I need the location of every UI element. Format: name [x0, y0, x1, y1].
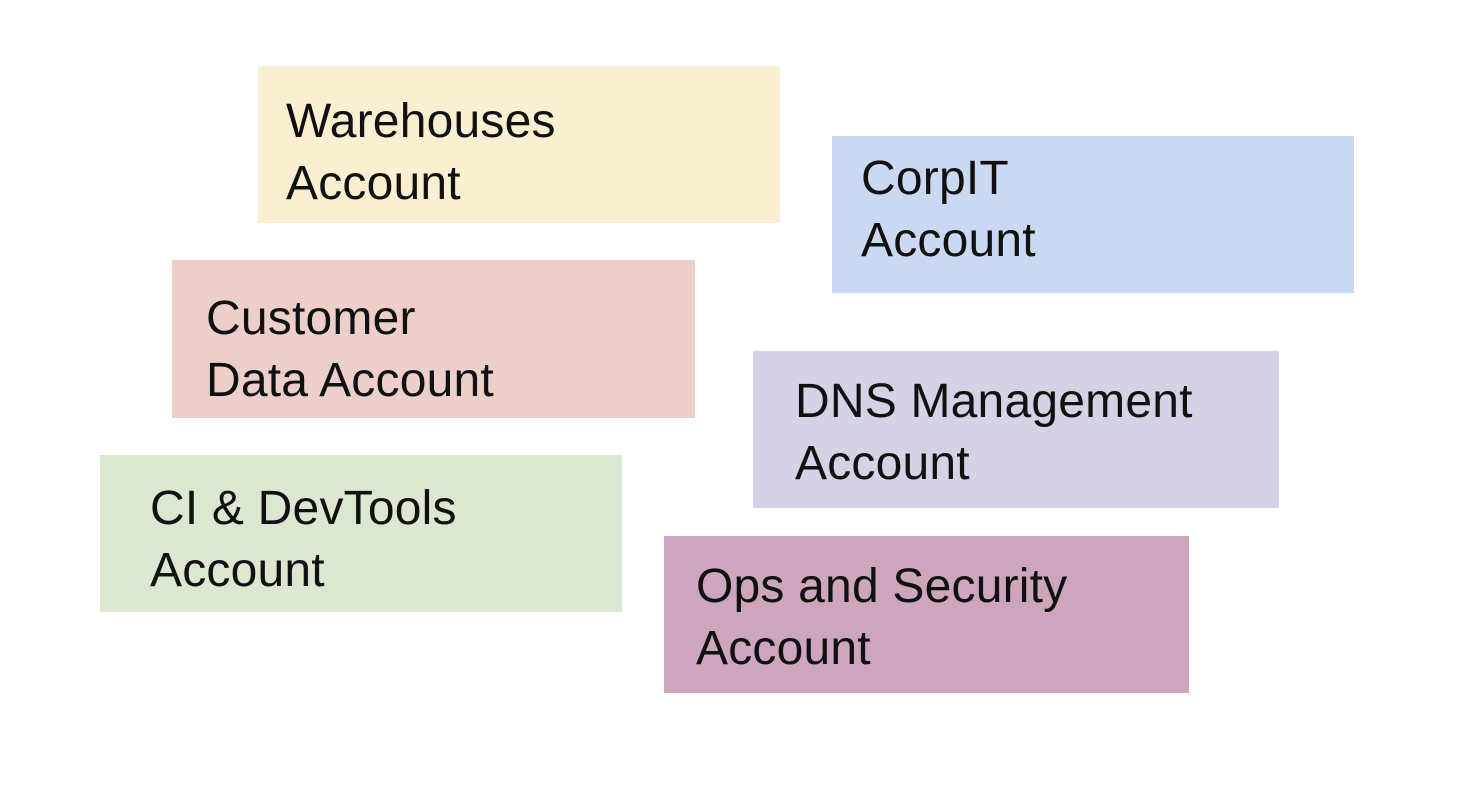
account-box-ci-devtools[interactable]: CI & DevTools Account: [100, 455, 622, 612]
account-box-label: CI & DevTools Account: [150, 482, 457, 597]
account-box-warehouses[interactable]: Warehouses Account: [258, 66, 780, 223]
account-box-label: Warehouses Account: [286, 95, 556, 210]
account-box-label: Ops and Security Account: [696, 560, 1068, 675]
account-box-corpit[interactable]: CorpIT Account: [832, 136, 1354, 293]
account-box-dns-management[interactable]: DNS Management Account: [753, 351, 1279, 508]
account-box-label: Customer Data Account: [206, 292, 494, 407]
account-box-label: DNS Management Account: [795, 375, 1193, 490]
account-box-label: CorpIT Account: [861, 152, 1036, 267]
account-box-customer-data[interactable]: Customer Data Account: [172, 260, 695, 418]
account-box-ops-security[interactable]: Ops and Security Account: [664, 536, 1189, 693]
